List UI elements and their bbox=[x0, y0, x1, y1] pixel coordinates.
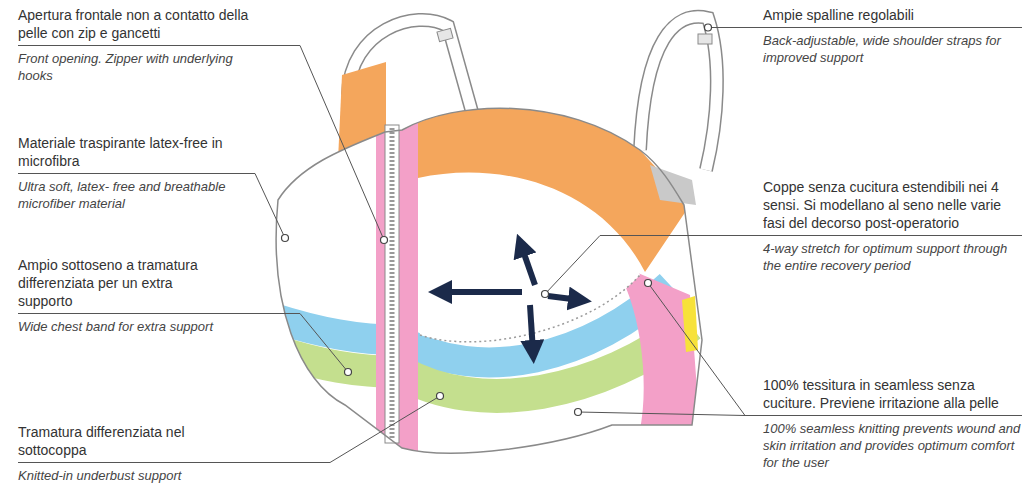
strap-join bbox=[650, 165, 696, 205]
zipper bbox=[385, 125, 399, 443]
feature-translation: 100% seamless knitting prevents wound an… bbox=[763, 420, 1025, 471]
leader-line bbox=[18, 45, 300, 46]
feature-translation: Wide chest band for extra support bbox=[18, 318, 230, 335]
leader-line bbox=[18, 173, 255, 174]
leader-dot bbox=[437, 393, 444, 400]
bra-outline bbox=[276, 108, 702, 453]
leader-dot bbox=[282, 235, 289, 242]
strap-adjuster bbox=[698, 34, 712, 44]
side-accent bbox=[682, 296, 698, 352]
leader-line bbox=[300, 314, 348, 373]
left-cup-face bbox=[276, 225, 376, 262]
leader-dot bbox=[645, 280, 652, 287]
stretch-arrows bbox=[440, 245, 580, 352]
leader-line bbox=[545, 236, 600, 295]
right-strap bbox=[640, 17, 717, 170]
leader-dot bbox=[381, 237, 388, 244]
feature-translation: Back-adjustable, wide shoulder straps fo… bbox=[763, 32, 1025, 66]
front-panel bbox=[376, 110, 418, 470]
zipper-teeth bbox=[390, 128, 395, 440]
feature-translation: Knitted-in underbust support bbox=[18, 467, 218, 484]
feature-label: Ampie spalline regolabili bbox=[763, 6, 1025, 24]
leader-dot bbox=[705, 24, 712, 31]
feature-label: 100% tessitura in seamless senza cucitur… bbox=[763, 376, 1025, 412]
leader-dot bbox=[345, 369, 352, 376]
leader-line bbox=[18, 313, 300, 314]
leader-line bbox=[708, 27, 1022, 28]
feature-translation: Front opening. Zipper with underlying ho… bbox=[18, 50, 254, 84]
bra-body bbox=[276, 108, 702, 453]
leader-dot bbox=[542, 291, 549, 298]
leader-line bbox=[300, 46, 384, 241]
leader-line bbox=[578, 412, 745, 416]
strap-adjuster bbox=[437, 28, 453, 41]
feature-label: Coppe senza cucitura estendibili nei 4 s… bbox=[763, 178, 1025, 232]
leader-line bbox=[600, 235, 1022, 236]
leader-line bbox=[648, 283, 745, 416]
leader-dot bbox=[575, 409, 582, 416]
leader-line bbox=[255, 174, 285, 239]
leader-line bbox=[330, 396, 440, 463]
feature-label: Apertura frontale non a contatto della p… bbox=[18, 6, 254, 42]
feature-translation: 4-way stretch for optimum support throug… bbox=[763, 240, 1025, 274]
leader-line bbox=[745, 415, 1022, 416]
feature-label: Ampio sottoseno a tramatura differenziat… bbox=[18, 256, 230, 310]
leader-line bbox=[18, 462, 330, 463]
feature-translation: Ultra soft, latex- free and breathable m… bbox=[18, 178, 244, 212]
feature-label: Materiale traspirante latex-free in micr… bbox=[18, 134, 244, 170]
right-strap-fill bbox=[640, 17, 717, 170]
feature-label: Tramatura differenziata nel sottocoppa bbox=[18, 423, 218, 459]
